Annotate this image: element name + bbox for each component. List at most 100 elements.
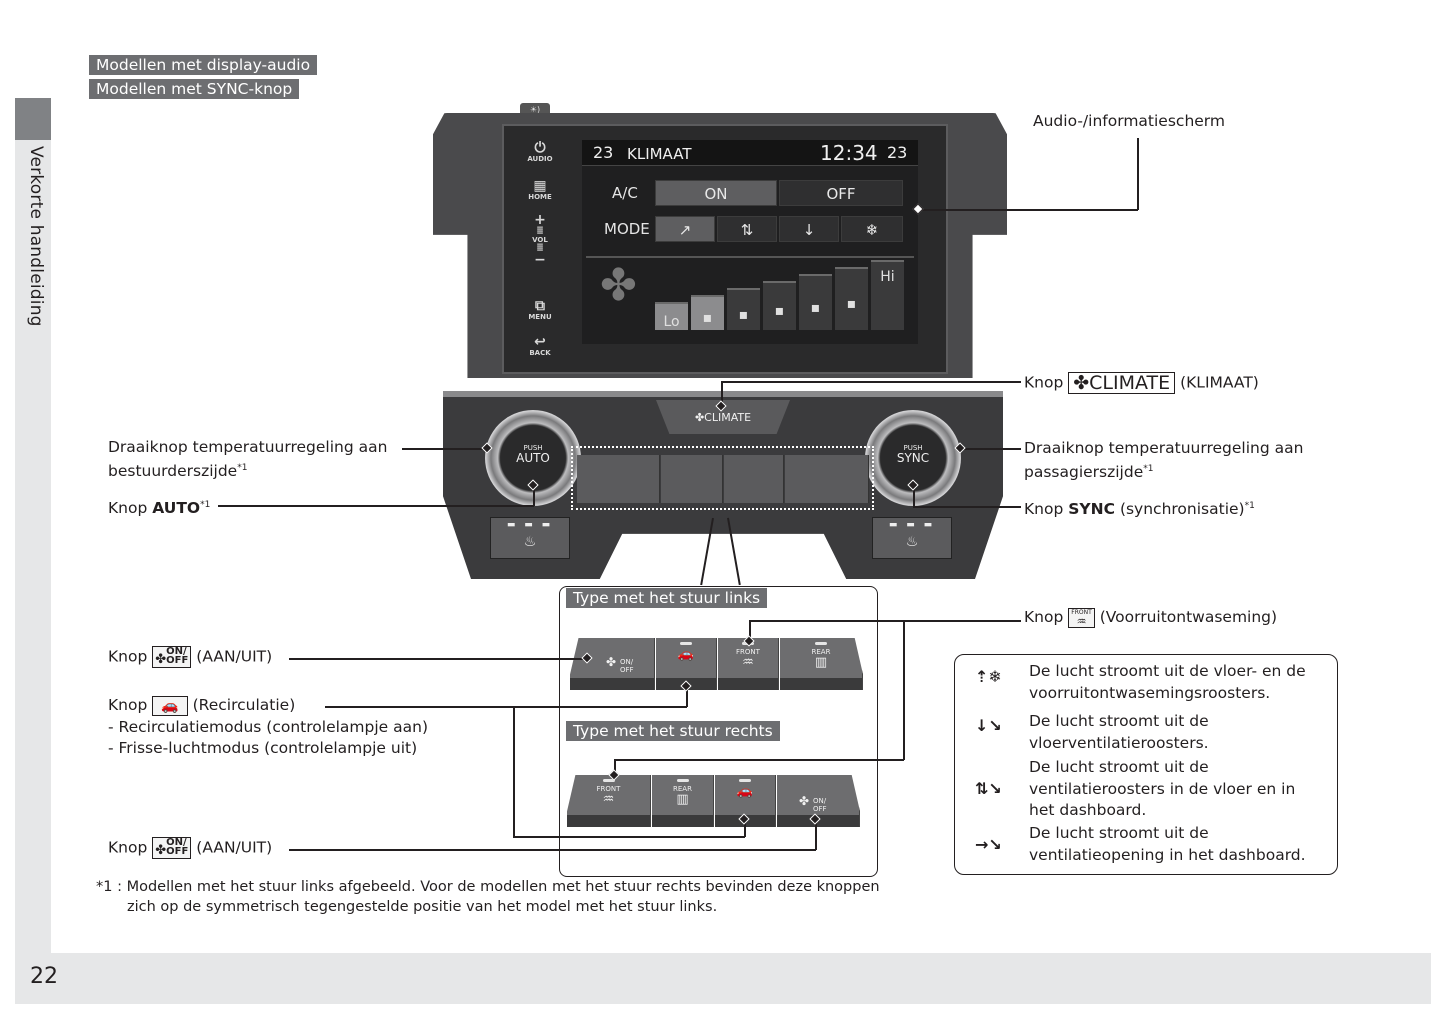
callout-line1: Draaiknop temperatuurregeling aan — [108, 438, 388, 456]
panel-button-4[interactable] — [785, 455, 869, 503]
fan-speed-level-3[interactable]: ▪ — [727, 288, 760, 330]
sync-push-label: PUSH — [903, 444, 923, 452]
button-shadow — [570, 678, 654, 690]
mode-bilevel-button[interactable]: ⇅ — [717, 216, 777, 242]
fan-speed-level-2[interactable]: ▪ — [691, 295, 724, 330]
legend-line: vloerventilatieroosters. — [1029, 733, 1209, 752]
sync-button[interactable]: PUSH SYNC — [865, 444, 961, 465]
recirculation-icon: 🚗 — [152, 695, 188, 716]
home-key[interactable]: ▦ HOME — [522, 179, 558, 201]
auto-button[interactable]: PUSH AUTO — [485, 444, 581, 465]
leader-line — [721, 381, 1021, 383]
seat-heater-right-button[interactable]: ▬ ▬ ▬ ♨ — [872, 517, 952, 559]
mode-panel-button[interactable]: ↗ — [655, 216, 715, 242]
panel-button-3[interactable] — [724, 455, 784, 503]
front-text: FRONT — [1071, 608, 1092, 616]
callout-bold: AUTO — [152, 499, 201, 518]
rhd-rear-defrost-button[interactable]: REAR ▥ — [652, 775, 714, 827]
climate-button-icon: ✤CLIMATE — [1068, 372, 1176, 394]
menu-key[interactable]: ⧉ MENU — [522, 299, 558, 321]
rhd-front-defrost-button[interactable]: FRONT ♒ — [567, 775, 651, 827]
leader-line — [913, 486, 915, 507]
defrost-glyph: ♒ — [1076, 614, 1087, 628]
callout-line2: bestuurderszijde — [108, 462, 238, 481]
rear-defrost-icon: ▥ — [676, 792, 689, 807]
leader-line — [744, 820, 746, 837]
fan-speed-level-1[interactable]: Lo — [655, 302, 688, 330]
fan-icon: ✤ — [600, 260, 637, 311]
onoff-label: ON/OFF — [813, 797, 827, 813]
callout-suffix: (Voorruitontwaseming) — [1099, 608, 1278, 626]
indicator-led — [815, 642, 827, 645]
mode-label: MODE — [604, 220, 650, 238]
ac-label: A/C — [612, 184, 638, 202]
fan-speed-level-6[interactable]: ▪ — [835, 267, 868, 330]
seat-heater-left-button[interactable]: ▬ ▬ ▬ ♨ — [490, 517, 570, 559]
mode-floor-button[interactable]: ↓ — [779, 216, 839, 242]
leader-line — [614, 759, 616, 776]
leader-line — [402, 448, 486, 450]
temp-left: 23 — [593, 143, 614, 162]
recirc-bullet-1: - Recirculatiemodus (controlelampje aan) — [108, 718, 428, 736]
fan-speed-level-5[interactable]: ▪ — [799, 274, 832, 330]
on-text: ON/ — [166, 646, 187, 657]
back-key[interactable]: ↩ BACK — [522, 335, 558, 357]
recirc-callout: Knop 🚗 (Recirculatie) — [108, 695, 295, 716]
panel-button-1[interactable] — [577, 455, 660, 503]
callout-bold: SYNC — [1068, 500, 1115, 519]
callout-prefix: Knop — [1024, 373, 1064, 392]
lhd-front-defrost-button[interactable]: FRONT ♒ — [718, 638, 779, 690]
legend-line: De lucht stroomt uit de — [1029, 824, 1209, 842]
callout-suffix: (AAN/UIT) — [196, 838, 273, 857]
fan-onoff-icon: ✤ON/OFF — [152, 646, 192, 668]
callout-prefix: Knop — [108, 499, 148, 518]
callout-suffix: (Recirculatie) — [192, 696, 296, 714]
ac-on-button[interactable]: ON — [655, 180, 777, 206]
callout-suffix: (AAN/UIT) — [196, 647, 273, 666]
off-text: OFF — [166, 655, 189, 666]
legend-line: De lucht stroomt uit de — [1029, 712, 1209, 730]
climate-screen: 23 KLIMAAT 12:34 23 A/C ON OFF MODE ↗ ⇅ … — [582, 140, 918, 344]
rear-label: REAR — [673, 785, 692, 793]
legend-line: ventilatieroosters in de vloer en in — [1029, 779, 1296, 798]
onoff-callout-top: Knop ✤ON/OFF (AAN/UIT) — [108, 646, 272, 668]
lhd-onoff-button[interactable]: ✤ ON/OFF — [570, 638, 655, 690]
ac-off-button[interactable]: OFF — [779, 180, 903, 206]
back-icon: ↩ — [534, 334, 546, 350]
leader-line — [815, 820, 817, 850]
fan-speed-level-4[interactable]: ▪ — [763, 281, 796, 330]
off-text: OFF — [166, 846, 189, 857]
panel-button-2[interactable] — [661, 455, 723, 503]
legend-line: voorruitontwasemingsroosters. — [1029, 683, 1271, 702]
callout-line1: Draaiknop temperatuurregeling aan — [1024, 439, 1304, 457]
fan-icon: ✤ — [155, 843, 167, 858]
sync-callout: Knop SYNC (synchronisatie)*1 — [1024, 496, 1255, 520]
leader-line — [686, 686, 688, 707]
callout-prefix: Knop — [108, 647, 148, 666]
button-row-highlight — [571, 446, 874, 510]
audio-screen-callout: Audio-/informatiescherm — [1033, 112, 1226, 130]
section-tab-label: Verkorte handleiding — [26, 146, 46, 327]
floor-mode-icon: ↓↘ — [975, 716, 1002, 735]
sync-label: SYNC — [896, 451, 930, 465]
legend-line: het dashboard. — [1029, 801, 1147, 819]
fan-speed-level-7[interactable]: Hi — [871, 260, 904, 330]
lhd-rear-defrost-button[interactable]: REAR ▥ — [780, 638, 863, 690]
audio-key[interactable]: ⏻ AUDIO — [522, 141, 558, 163]
footnote-ref: *1 — [1143, 464, 1154, 474]
rhd-title: Type met het stuur rechts — [566, 721, 780, 741]
seat-heater-icon: ♨ — [905, 534, 919, 550]
lhd-button-strip: ✤ ON/OFF 🚗 FRONT ♒ REAR ▥ — [570, 638, 863, 690]
mode-floor-defrost-button[interactable]: ❄ — [841, 216, 903, 242]
front-defrost-icon: ♒ — [742, 655, 754, 670]
fan-icon: ✤ — [155, 652, 167, 667]
button-shadow — [567, 815, 650, 827]
rear-defrost-icon: ▥ — [814, 655, 828, 670]
footnote-line1: Modellen met het stuur links afgebeeld. … — [126, 879, 880, 895]
volume-key[interactable]: + ≣ VOL ≣ − — [522, 213, 558, 267]
leader-line — [289, 849, 816, 851]
leader-line — [920, 209, 1138, 211]
tag-sync-knob: Modellen met SYNC-knop — [89, 79, 300, 99]
